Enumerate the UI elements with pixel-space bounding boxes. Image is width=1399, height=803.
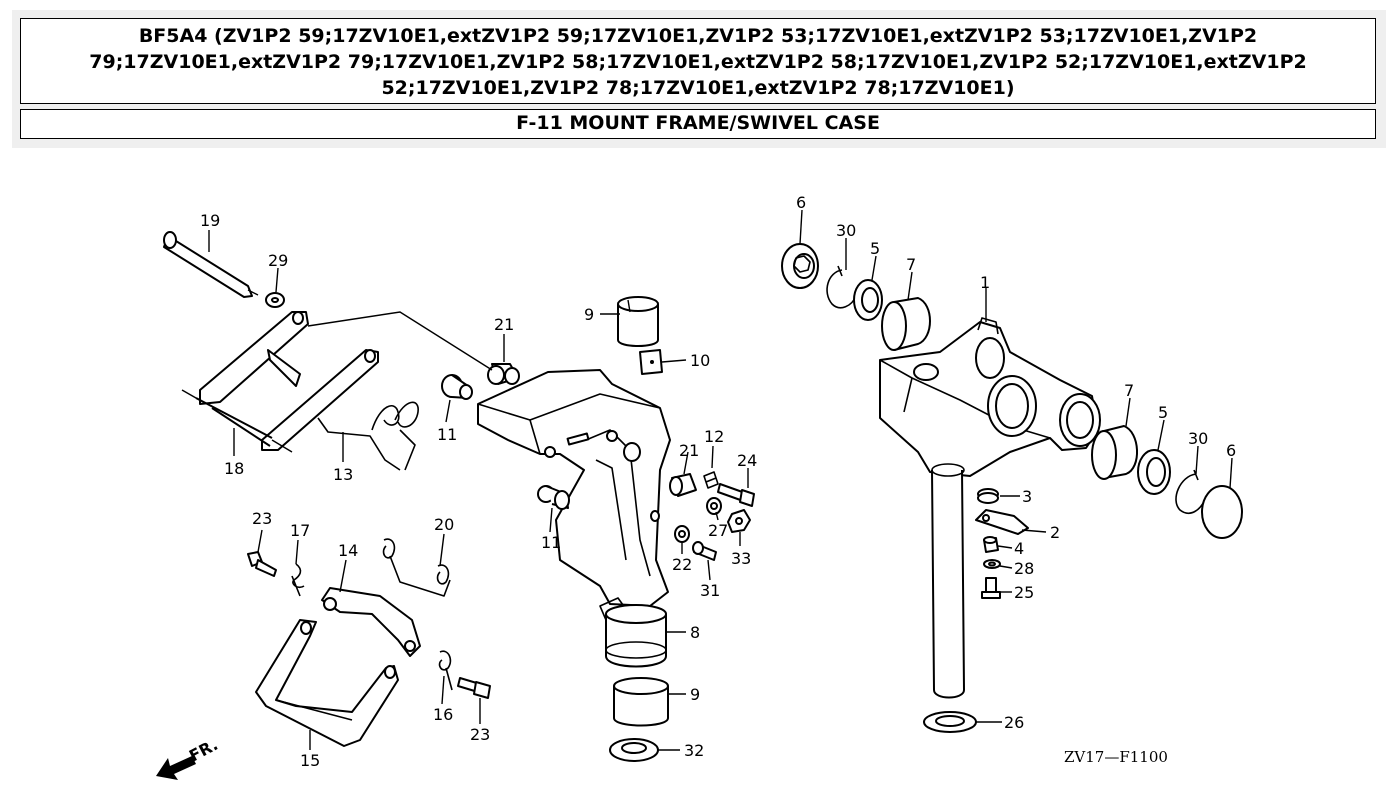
part-washer-29 [265, 292, 285, 308]
callout-7-left: 7 [906, 255, 916, 274]
part-cap-6-left [781, 243, 819, 289]
part-swivel-shaft [931, 463, 965, 699]
part-bushing-7-right [1091, 425, 1139, 480]
part-bolt-23-top [247, 551, 277, 577]
part-tube-8 [605, 604, 667, 668]
part-bracket-18 [181, 311, 379, 453]
callout-9-top: 9 [584, 305, 594, 324]
callout-25: 25 [1014, 583, 1034, 602]
callout-12: 12 [704, 427, 724, 446]
callout-21-bottom: 21 [679, 441, 699, 460]
part-swivel-case-1 [879, 317, 1101, 477]
part-washer-5-left [853, 279, 883, 321]
part-cap-6-right [1201, 485, 1243, 539]
callout-31: 31 [700, 581, 720, 600]
callout-5-right: 5 [1158, 403, 1168, 422]
callout-23-top: 23 [252, 509, 272, 528]
callout-32: 32 [684, 741, 704, 760]
part-bolt-25 [981, 577, 1001, 599]
callout-5-left: 5 [870, 239, 880, 258]
callout-29: 29 [268, 251, 288, 270]
callout-labels: 19 29 18 13 11 21 9 10 21 12 24 27 33 22… [200, 193, 1236, 770]
front-direction-arrow: FR. [156, 735, 221, 780]
callout-24: 24 [737, 451, 757, 470]
callout-30-right: 30 [1188, 429, 1208, 448]
part-circlip-30-right [1175, 469, 1207, 514]
callout-3: 3 [1022, 487, 1032, 506]
part-spring-12 [703, 471, 719, 489]
section-title: F-11 MOUNT FRAME/SWIVEL CASE [20, 109, 1376, 139]
part-washer-28 [983, 559, 1001, 569]
leader-lines [208, 209, 1233, 751]
part-bolt-23-bottom [457, 677, 491, 699]
callout-13: 13 [333, 465, 353, 484]
part-arm-15 [255, 619, 399, 747]
callout-14: 14 [338, 541, 358, 560]
part-spring-20 [382, 538, 451, 597]
callout-8: 8 [690, 623, 700, 642]
callout-2: 2 [1050, 523, 1060, 542]
diagram-code: ZV17—F1100 [1064, 748, 1168, 766]
part-seal-32 [609, 738, 659, 762]
part-mount-frame [477, 369, 671, 621]
part-bushing-21-bottom [669, 473, 697, 497]
callout-1: 1 [980, 273, 990, 292]
part-spring-3 [977, 488, 999, 504]
part-spring-17 [291, 563, 305, 597]
part-washer-5-right [1137, 449, 1171, 495]
part-washer-27 [706, 497, 722, 515]
callout-4: 4 [1014, 539, 1024, 558]
part-spring-16 [438, 650, 453, 691]
callout-19: 19 [200, 211, 220, 230]
model-title: BF5A4 (ZV1P2 59;17ZV10E1,extZV1P2 59;17Z… [20, 18, 1376, 104]
part-bushing-7-left [881, 297, 931, 351]
part-bushing-9-bottom [613, 677, 669, 727]
callout-10: 10 [690, 351, 710, 370]
callout-7-right: 7 [1124, 381, 1134, 400]
part-washer-26 [923, 711, 977, 733]
header-panel: BF5A4 (ZV1P2 59;17ZV10E1,extZV1P2 59;17Z… [12, 10, 1386, 148]
callout-6-left: 6 [796, 193, 806, 212]
callout-6-right: 6 [1226, 441, 1236, 460]
callout-11-bottom: 11 [541, 533, 561, 552]
part-collar-4 [983, 536, 999, 553]
part-plate-10 [639, 349, 663, 375]
part-bolt-31 [692, 541, 717, 561]
callout-21-top: 21 [494, 315, 514, 334]
callout-17: 17 [290, 521, 310, 540]
callout-27: 27 [708, 521, 728, 540]
part-bolt-19 [163, 231, 259, 298]
callout-9-bottom: 9 [690, 685, 700, 704]
callout-18: 18 [224, 459, 244, 478]
part-collar-11-top [441, 374, 473, 400]
callout-23-bottom: 23 [470, 725, 490, 744]
callout-33: 33 [731, 549, 751, 568]
callout-20: 20 [434, 515, 454, 534]
part-bushing-9-top [617, 296, 659, 347]
part-circlip-30-left [826, 265, 857, 309]
part-bushing-21-top [487, 363, 520, 385]
callout-15: 15 [300, 751, 320, 770]
callout-16: 16 [433, 705, 453, 724]
part-collar-11-bottom [537, 485, 570, 510]
callout-28: 28 [1014, 559, 1034, 578]
callout-22: 22 [672, 555, 692, 574]
callout-26: 26 [1004, 713, 1024, 732]
part-nut-33 [727, 509, 751, 533]
part-washer-22 [674, 525, 690, 543]
callout-30-left: 30 [836, 221, 856, 240]
callout-11-top: 11 [437, 425, 457, 444]
part-bolt-24 [717, 483, 755, 507]
part-lever-14 [321, 587, 421, 657]
part-spring-13 [317, 401, 419, 471]
part-plate-2 [975, 509, 1029, 535]
